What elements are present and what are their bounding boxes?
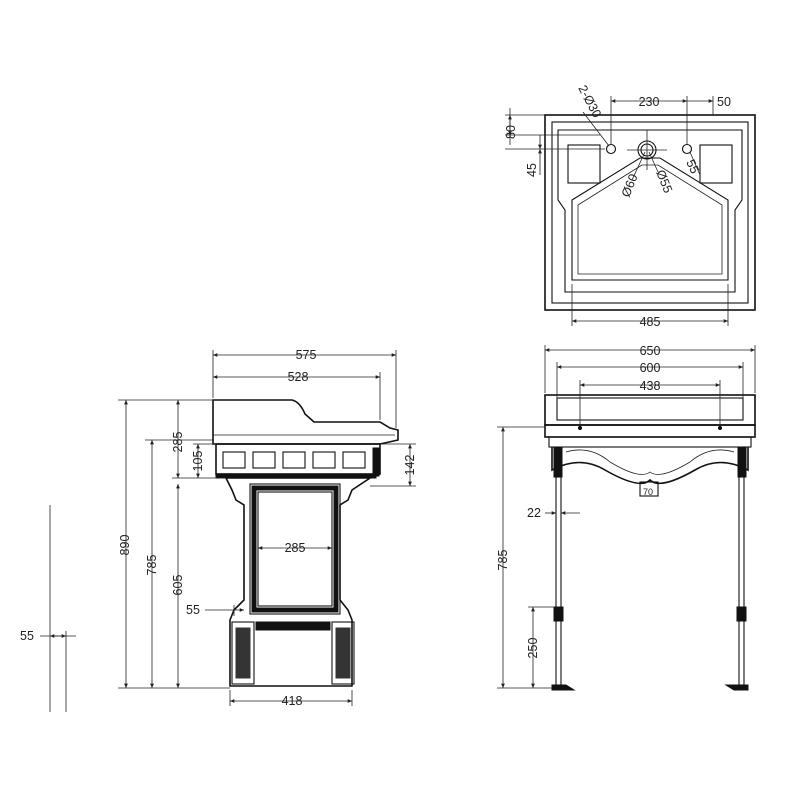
pedestal-panel bbox=[249, 483, 341, 615]
dim-width-600: 600 bbox=[640, 361, 661, 375]
front-view: 650 600 438 70 22 785 250 bbox=[496, 344, 756, 691]
bowl-outline bbox=[571, 157, 729, 281]
dim-bowl-width: 485 bbox=[640, 315, 661, 329]
scale-marker: 55 bbox=[20, 505, 76, 712]
dim-105: 105 bbox=[191, 451, 205, 472]
dim-height-785-front: 785 bbox=[496, 550, 510, 571]
dim-22: 22 bbox=[527, 506, 541, 520]
apron-frame bbox=[215, 443, 381, 475]
dim-285-mid: 285 bbox=[285, 541, 306, 555]
dim-hole-spacing: 230 bbox=[639, 95, 660, 109]
dim-height-605: 605 bbox=[171, 575, 185, 596]
dim-142: 142 bbox=[403, 455, 417, 476]
dim-width-438: 438 bbox=[640, 379, 661, 393]
bowl-inner bbox=[577, 164, 723, 275]
right-leg bbox=[738, 476, 745, 686]
right-pad bbox=[699, 144, 733, 184]
dim-70: 70 bbox=[643, 487, 653, 497]
basin-outline-top bbox=[544, 114, 756, 311]
left-tap-hole bbox=[605, 143, 617, 155]
dim-250: 250 bbox=[526, 638, 540, 659]
basin-deck bbox=[557, 129, 743, 293]
left-pad bbox=[567, 144, 601, 184]
dim-waste-55: Ø55 bbox=[653, 168, 675, 195]
side-view: 575 528 890 785 285 105 142 605 285 bbox=[118, 348, 417, 708]
dim-edge-offset: 50 bbox=[717, 95, 731, 109]
basin-rim-inner bbox=[551, 121, 749, 304]
left-leg bbox=[555, 476, 562, 686]
dim-55-side: 55 bbox=[186, 603, 200, 617]
dim-width-650: 650 bbox=[640, 344, 661, 358]
dim-height-785: 785 bbox=[145, 555, 159, 576]
dim-waste-60: Ø60 bbox=[619, 172, 641, 199]
dim-depth-45: 45 bbox=[525, 163, 539, 177]
dim-height-890: 890 bbox=[118, 535, 132, 556]
basin-side-profile bbox=[212, 399, 399, 445]
waste-trap bbox=[639, 481, 659, 497]
dim-depth-80: 80 bbox=[504, 125, 518, 139]
dim-285-top: 285 bbox=[171, 432, 185, 453]
dim-55-marker: 55 bbox=[20, 629, 34, 643]
top-view: 230 50 2-Ø30 80 45 Ø60 Ø55 55 485 bbox=[504, 83, 756, 329]
pedestal-outline bbox=[224, 477, 373, 687]
skirt-curve bbox=[551, 447, 749, 485]
dim-offset-55: 55 bbox=[683, 157, 702, 176]
dim-base-418: 418 bbox=[282, 694, 303, 708]
dim-overall-depth: 575 bbox=[296, 348, 317, 362]
dim-bowl-depth: 528 bbox=[288, 370, 309, 384]
